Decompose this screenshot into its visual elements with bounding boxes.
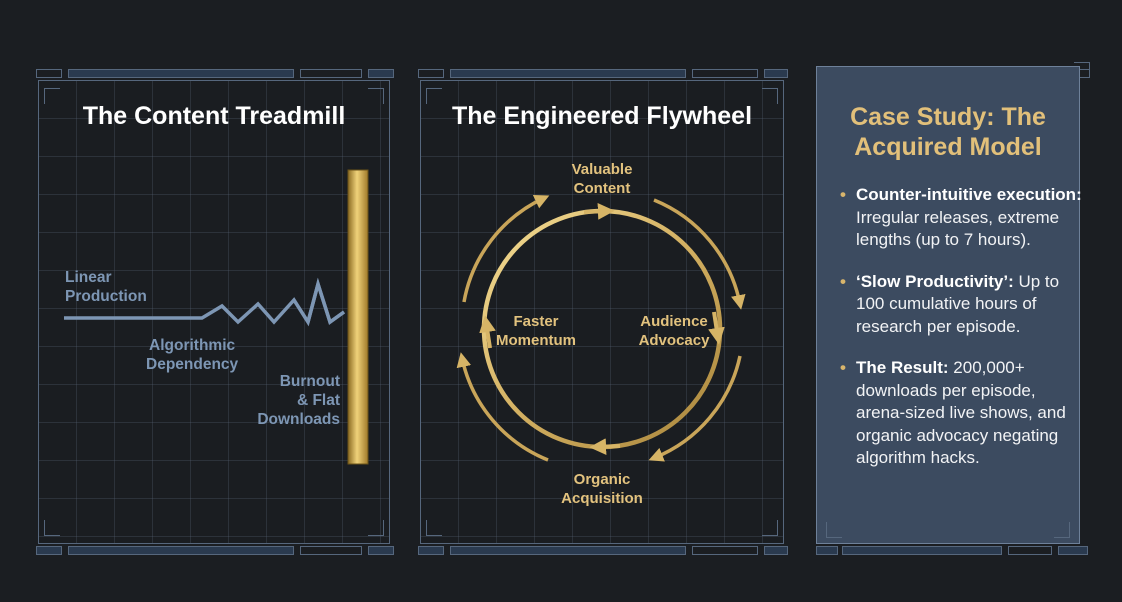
- bullet-item: • The Result: 200,000+ downloads per epi…: [836, 357, 1084, 470]
- frame-corner: [426, 520, 442, 536]
- frame-corner: [368, 520, 384, 536]
- frame-corner: [762, 88, 778, 104]
- grid-background: [420, 80, 784, 544]
- bullet-item: • Counter-intuitive execution: Irregular…: [836, 184, 1084, 252]
- ring-arrow: [583, 203, 615, 220]
- label-burnout-flat-downloads: Burnout & Flat Downloads: [250, 372, 340, 429]
- label-line: Production: [65, 288, 147, 305]
- bullet-dot-icon: •: [840, 271, 846, 291]
- bullet-text: Up to 100 cumulative hours of research p…: [856, 271, 1060, 336]
- frame-bar: [368, 546, 394, 555]
- frame-bar: [450, 69, 686, 78]
- frame-corner: [426, 88, 442, 104]
- bullet-dot-icon: •: [840, 358, 846, 377]
- frame-bar: [842, 546, 1002, 555]
- bullet-text: Irregular releases, extreme lengths (up …: [856, 207, 1060, 250]
- frame-corner: [368, 88, 384, 104]
- frame-bar: [368, 69, 394, 78]
- outer-arrow-bottom-right: [648, 355, 742, 462]
- label-line: Advocacy: [638, 332, 710, 349]
- frame-bar: [1008, 546, 1052, 555]
- label-line: Linear: [65, 269, 112, 286]
- frame-corner: [44, 520, 60, 536]
- label-line: Faster: [513, 313, 559, 330]
- frame-bar: [816, 546, 838, 555]
- case-study-title: Case Study: The Acquired Model: [812, 102, 1084, 162]
- frame-corner: [1074, 62, 1090, 78]
- label-line: Downloads: [257, 411, 340, 428]
- frame-bar: [418, 546, 444, 555]
- label-line: Algorithmic: [149, 337, 236, 354]
- frame-bar: [692, 546, 758, 555]
- case-study-bullets: • Counter-intuitive execution: Irregular…: [836, 184, 1084, 489]
- node-faster-momentum: Faster Momentum: [486, 312, 586, 350]
- panel-title: The Content Treadmill: [82, 102, 346, 130]
- label-line: Momentum: [496, 332, 576, 349]
- label-line: Valuable: [571, 161, 633, 178]
- flywheel-diagram: [456, 195, 746, 462]
- outer-arrow-bottom-left: [456, 352, 549, 462]
- frame-bar: [1058, 546, 1088, 555]
- grid-background: [38, 80, 390, 544]
- panel-title: The Engineered Flywheel: [451, 102, 753, 130]
- title-line: Case Study: The: [850, 103, 1046, 131]
- frame-bar: [68, 69, 294, 78]
- label-line: Acquisition: [561, 490, 643, 507]
- ring-arrow: [708, 311, 725, 345]
- label-line: Organic: [573, 471, 631, 488]
- ring-arrow: [589, 438, 621, 455]
- label-algorithmic-dependency: Algorithmic Dependency: [146, 336, 238, 374]
- bullet-heading: The Result:: [856, 358, 949, 377]
- outer-arrow-top-left: [462, 195, 550, 303]
- frame-corner: [44, 88, 60, 104]
- label-line: & Flat: [296, 392, 340, 409]
- burnout-wall: [347, 169, 369, 465]
- panel-engineered-flywheel: The Engineered Flywheel Valuable Content: [414, 66, 790, 558]
- outer-arrow-top-right: [653, 198, 746, 310]
- title-line: Acquired Model: [854, 133, 1042, 161]
- ring-arrow: [479, 315, 496, 349]
- frame-bar: [692, 69, 758, 78]
- frame-corner: [826, 522, 842, 538]
- panel-case-study: Case Study: The Acquired Model • Counter…: [812, 62, 1094, 558]
- panel-frame: [38, 80, 390, 544]
- label-linear-production: Linear Production: [65, 268, 147, 306]
- bullet-item: • ‘Slow Productivity’: Up to 100 cumulat…: [836, 271, 1084, 339]
- treadmill-diagram: [64, 169, 369, 465]
- frame-bar: [764, 69, 788, 78]
- frame-bar: [418, 69, 444, 78]
- frame-bar: [300, 69, 362, 78]
- frame-bar: [36, 546, 62, 555]
- node-audience-advocacy: Audience Advocacy: [624, 312, 724, 350]
- frame-bar: [450, 546, 686, 555]
- label-line: Dependency: [146, 356, 239, 373]
- frame-bar: [764, 546, 788, 555]
- case-study-card: [816, 66, 1080, 544]
- panel-frame: [420, 80, 784, 544]
- label-line: Content: [573, 180, 631, 197]
- label-line: Audience: [640, 313, 708, 330]
- node-valuable-content: Valuable Content: [552, 160, 652, 198]
- frame-bar: [300, 546, 362, 555]
- frame-bar: [68, 546, 294, 555]
- bullet-heading: Counter-intuitive execution:: [856, 185, 1082, 204]
- frame-corner: [762, 520, 778, 536]
- bullet-dot-icon: •: [840, 185, 846, 204]
- node-organic-acquisition: Organic Acquisition: [552, 470, 652, 508]
- panel-content-treadmill: The Content Treadmill Linear Production …: [32, 66, 396, 558]
- burnout-spike-line: [306, 277, 346, 325]
- bullet-heading: ‘Slow Productivity’:: [856, 271, 1014, 291]
- frame-corner: [1054, 522, 1070, 538]
- frame-bar: [36, 69, 62, 78]
- bullet-text: 200,000+ downloads per episode, arena-si…: [856, 358, 1066, 467]
- label-line: Burnout: [279, 373, 340, 390]
